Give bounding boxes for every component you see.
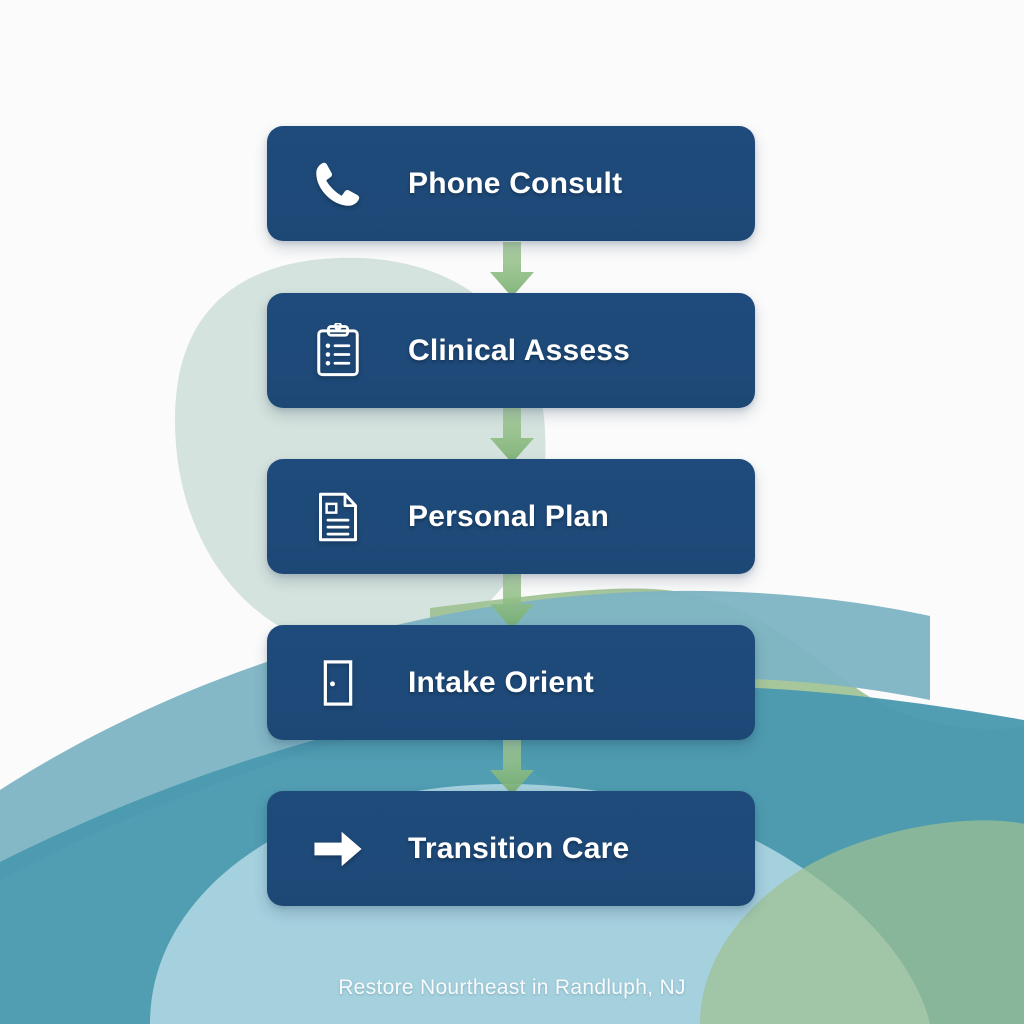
footer-caption: Restore Nourtheast in Randluph, NJ	[338, 976, 686, 999]
document-icon	[305, 484, 371, 550]
connector-arrow-3	[490, 574, 534, 629]
phone-icon	[305, 151, 371, 217]
step-label: Clinical Assess	[408, 333, 631, 367]
connector-arrow-4	[490, 740, 534, 795]
connector-arrow-2	[490, 408, 534, 463]
connector-arrow-1	[490, 242, 534, 297]
door-icon	[305, 650, 371, 716]
step-label: Phone Consult	[408, 166, 623, 200]
step-box-transition-care[interactable]: Transition Care	[267, 791, 755, 906]
step-box-personal-plan[interactable]: Personal Plan	[267, 459, 755, 574]
arrow-right-icon	[305, 816, 371, 882]
clipboard-checklist-icon	[305, 318, 371, 384]
step-label: Intake Orient	[408, 665, 594, 699]
step-box-intake-orient[interactable]: Intake Orient	[267, 625, 755, 740]
wave-green-bottom	[700, 820, 1024, 1024]
step-box-clinical-assess[interactable]: Clinical Assess	[267, 293, 755, 408]
step-label: Personal Plan	[408, 499, 610, 533]
step-box-phone-consult[interactable]: Phone Consult	[267, 126, 755, 241]
step-label: Transition Care	[408, 831, 630, 865]
